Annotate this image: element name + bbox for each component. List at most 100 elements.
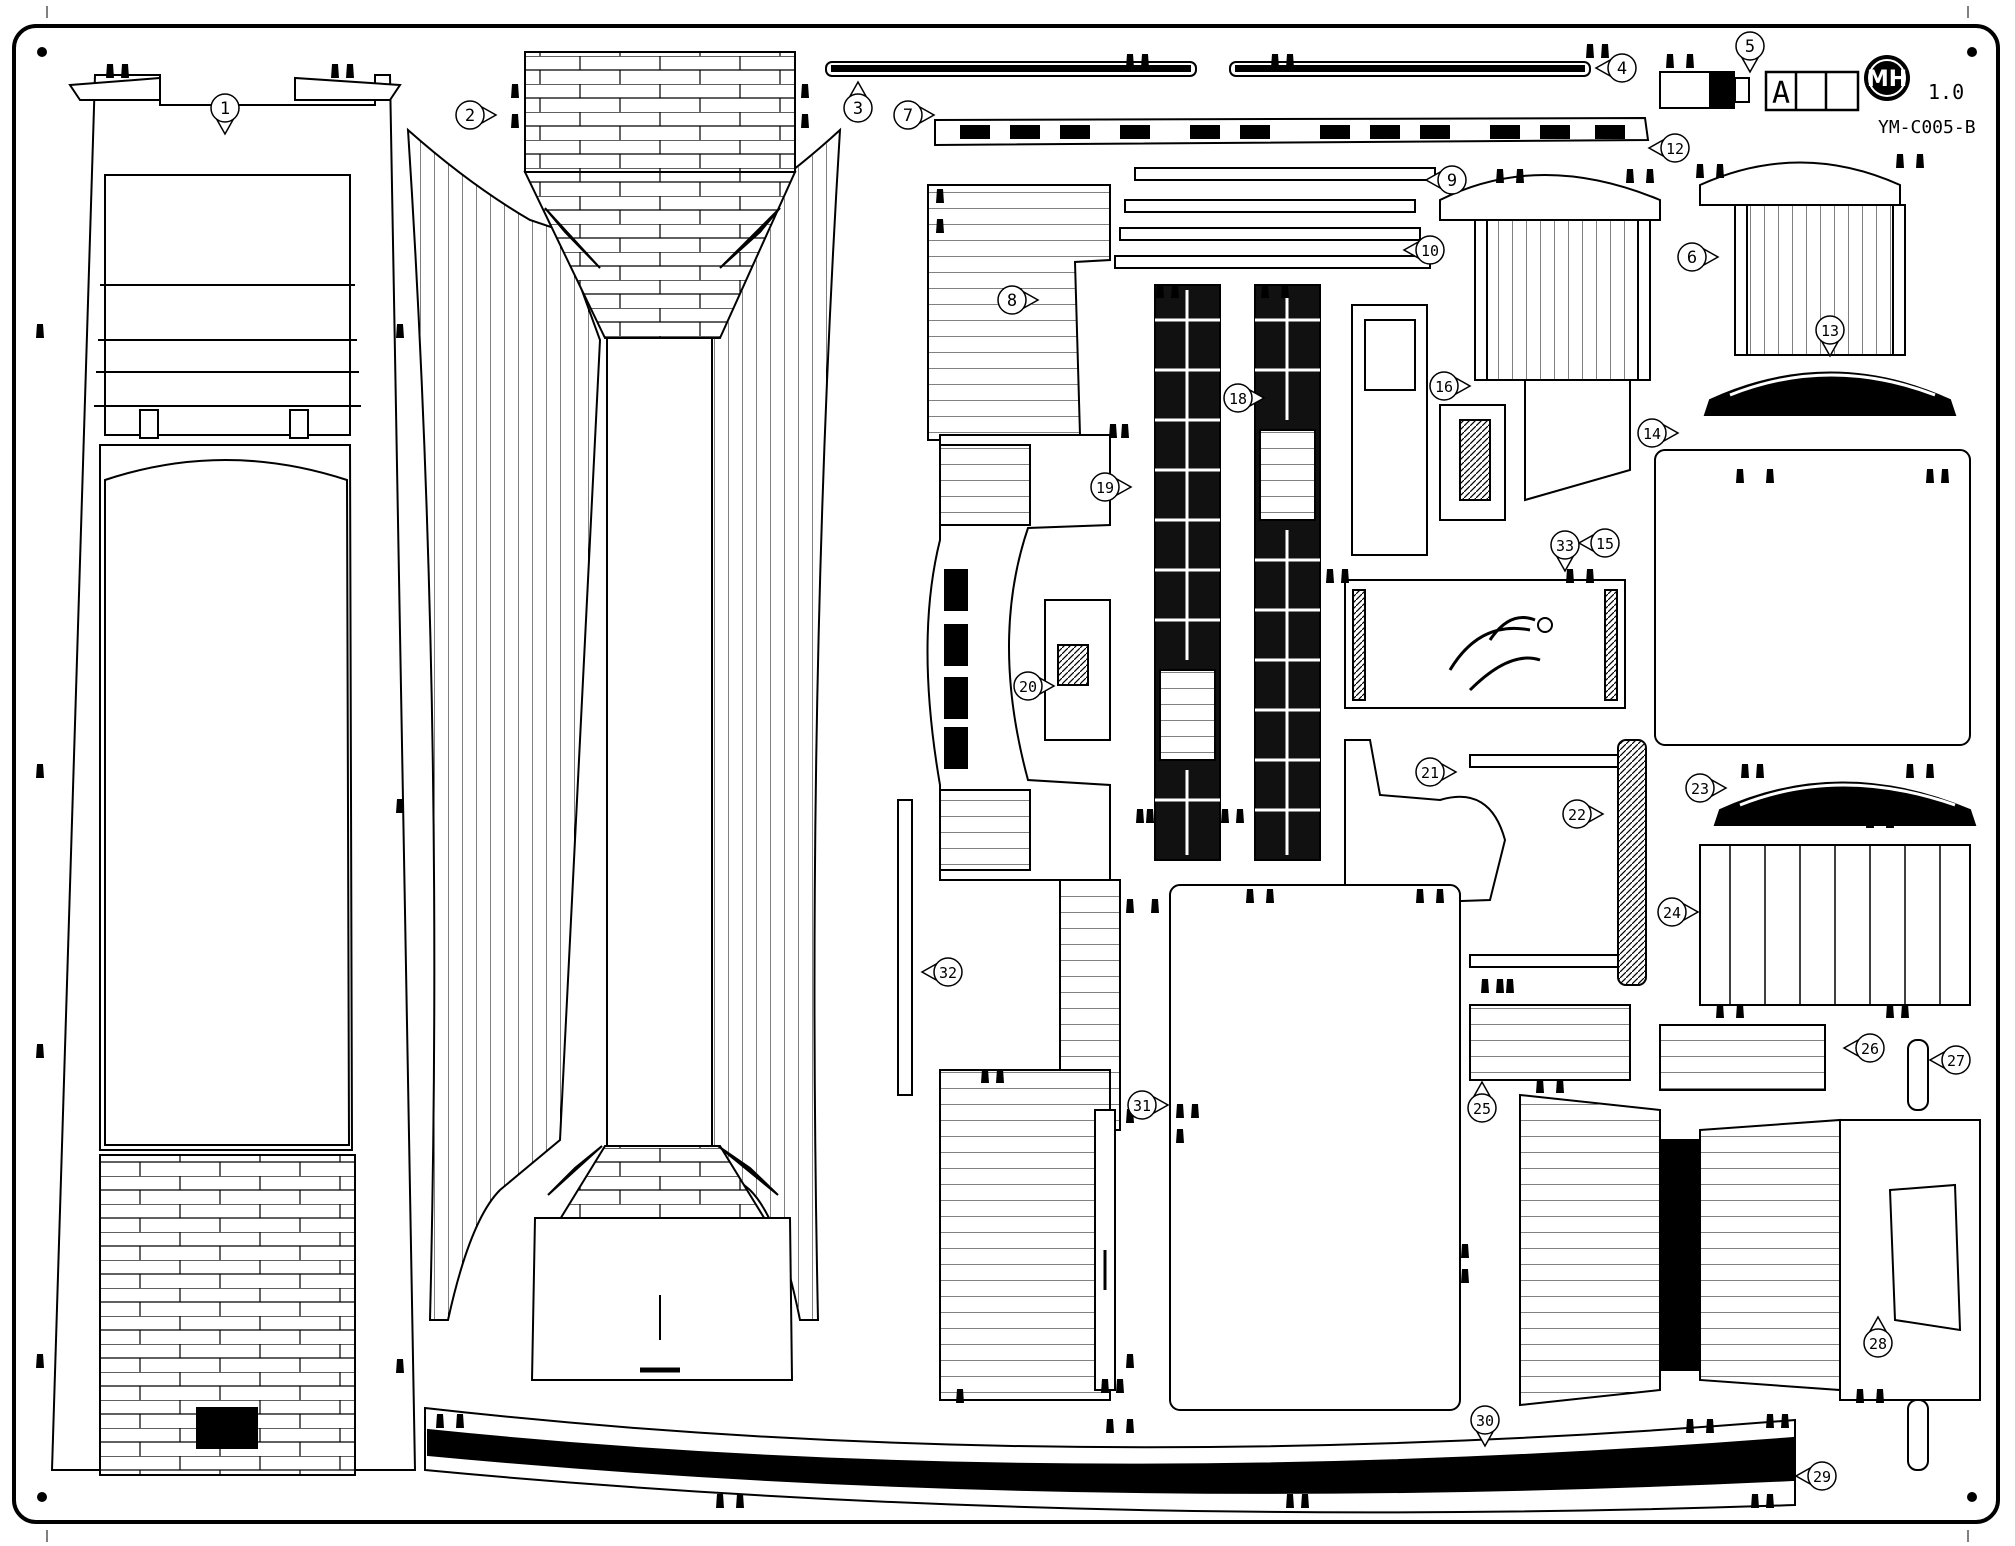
part-8-tag: 8	[997, 285, 1040, 315]
part-33-logo-panel	[1344, 579, 1626, 709]
part-26-plank	[1659, 1024, 1826, 1091]
part-28-tag: 28	[1863, 1315, 1893, 1358]
connection-tab	[511, 114, 519, 128]
connection-tab	[1906, 764, 1914, 778]
brand-logo-text: MH	[1867, 67, 1907, 92]
part-1-tag: 1	[210, 93, 240, 136]
sheet-code: YM-C005-B	[1878, 117, 1976, 138]
part-24-fence-panel	[1699, 844, 1971, 1006]
connection-tab	[1566, 569, 1574, 583]
part-2-label: 2	[465, 106, 475, 126]
part-22-label: 22	[1568, 806, 1586, 824]
connection-tab	[1751, 1494, 1759, 1508]
connection-tab	[1266, 889, 1274, 903]
connection-tab	[36, 1044, 44, 1058]
part-30-label: 30	[1476, 1412, 1494, 1430]
part-22-handrail	[1469, 739, 1647, 986]
part-18-tag: 18	[1223, 383, 1266, 413]
part-4-label: 4	[1617, 59, 1627, 79]
part-33-label: 33	[1556, 537, 1574, 555]
connection-tab	[1261, 284, 1269, 298]
part-30-tag: 30	[1470, 1405, 1500, 1448]
connection-tab	[801, 84, 809, 98]
part-7-tag: 7	[893, 100, 936, 130]
connection-tab	[1876, 1389, 1884, 1403]
part-28-gate-assembly	[1519, 1093, 1981, 1407]
connection-tab	[1926, 469, 1934, 483]
connection-tab	[1126, 899, 1134, 913]
connection-tab	[1626, 169, 1634, 183]
part-32-post	[897, 799, 913, 1096]
part-14-tag: 14	[1637, 418, 1680, 448]
part-6-label: 6	[1687, 248, 1697, 268]
part-1-label: 1	[220, 99, 230, 119]
part-29-tag: 29	[1794, 1461, 1837, 1491]
part-12-tag: 12	[1647, 133, 1690, 163]
connection-tab	[436, 1414, 444, 1428]
brand-logo	[1864, 55, 1910, 101]
part-23-bridge-arch	[1713, 781, 1977, 826]
part-13-tag: 13	[1815, 315, 1845, 358]
connection-tab	[1109, 424, 1117, 438]
part-1-tower-front	[50, 74, 417, 1476]
connection-tab	[956, 1389, 964, 1403]
connection-tab	[1741, 764, 1749, 778]
connection-tab	[1246, 889, 1254, 903]
part-14-floor-panel	[1654, 449, 1971, 746]
part-4-strip	[1229, 61, 1591, 77]
connection-tab	[1326, 569, 1334, 583]
part-25-plank	[1469, 1004, 1631, 1081]
connection-tab	[1896, 154, 1904, 168]
connection-tab	[456, 1414, 464, 1428]
connection-tab	[1436, 889, 1444, 903]
sheet-letter: A	[1772, 76, 1790, 111]
stair-block	[939, 1069, 1116, 1401]
part-3-label: 3	[853, 99, 863, 119]
mounting-holes	[37, 47, 1977, 1502]
part-23-label: 23	[1691, 780, 1709, 798]
connection-tab	[1126, 1419, 1134, 1433]
connection-tab	[1461, 1269, 1469, 1283]
part-2-tapered-wall	[406, 51, 842, 1381]
connection-tab	[1221, 809, 1229, 823]
corner-crop-marks	[46, 6, 1969, 1542]
part-10-label: 10	[1421, 242, 1439, 260]
sheet-letter-box	[1764, 70, 1860, 112]
connection-tab	[346, 64, 354, 78]
connection-tab	[1696, 164, 1704, 178]
part-21-tag: 21	[1415, 757, 1458, 787]
part-15-tag: 15	[1577, 528, 1620, 558]
part-24-label: 24	[1663, 904, 1681, 922]
part-3-strip	[825, 61, 1197, 77]
connection-tab	[1716, 1004, 1724, 1018]
connection-tab	[36, 324, 44, 338]
connection-tab	[1886, 814, 1894, 828]
connection-tab	[1666, 54, 1674, 68]
part-32-tag: 32	[920, 957, 963, 987]
connection-tab	[736, 1494, 744, 1508]
part-14-label: 14	[1643, 425, 1661, 443]
connection-tab	[1121, 424, 1129, 438]
connection-tab	[1886, 1004, 1894, 1018]
part-5-bracket	[1659, 71, 1750, 109]
connection-tab	[106, 64, 114, 78]
part-26-label: 26	[1861, 1040, 1879, 1058]
part-8-label: 8	[1007, 291, 1017, 311]
sheet-version: 1.0	[1928, 80, 1964, 104]
connection-tab	[1481, 979, 1489, 993]
connection-tab	[1736, 1004, 1744, 1018]
connection-tab	[1461, 1244, 1469, 1258]
part-31-wall-panel	[1169, 884, 1461, 1411]
part-5-label: 5	[1745, 37, 1755, 57]
part-10-tag: 10	[1402, 235, 1445, 265]
connection-tab	[396, 799, 404, 813]
connection-tab	[121, 64, 129, 78]
connection-tab	[1271, 54, 1279, 68]
connection-tab	[511, 84, 519, 98]
connection-tab	[1716, 164, 1724, 178]
connection-tab	[1496, 169, 1504, 183]
part-20-label: 20	[1019, 678, 1037, 696]
connection-tab	[1586, 44, 1594, 58]
part-21-label: 21	[1421, 764, 1439, 782]
part-12-label: 12	[1666, 140, 1684, 158]
